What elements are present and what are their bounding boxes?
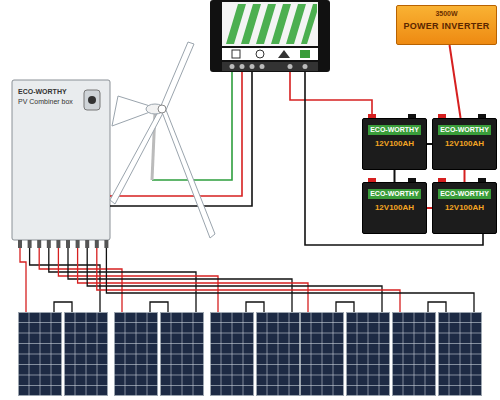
series-link: [246, 302, 264, 312]
brand-label: ECO-WORTHY: [438, 125, 491, 135]
charge-controller: [210, 0, 330, 72]
gland: [95, 240, 99, 248]
solar-panel: [114, 312, 158, 396]
capacity-label: 12V100AH: [375, 203, 414, 212]
turbine-tail: [112, 96, 150, 126]
solar-panel: [300, 312, 344, 396]
gland: [66, 240, 70, 248]
capacity-label: 12V100AH: [445, 139, 484, 148]
wire: [58, 248, 218, 312]
brand-label: ECO-WORTHY: [368, 189, 421, 199]
solar-panel: [438, 312, 482, 396]
gland: [56, 240, 60, 248]
battery: ECO-WORTHY 12V100AH: [362, 182, 427, 234]
wire: [97, 248, 400, 312]
lock-plate: [84, 90, 100, 110]
screw: [250, 64, 255, 69]
wire: [78, 248, 308, 312]
icon: [232, 50, 240, 58]
turbine-blade: [110, 112, 163, 204]
battery-cable: [394, 170, 396, 182]
combiner-box: ECO-WORTHY PV Combiner box: [12, 80, 110, 240]
terminal-screws: [230, 64, 308, 69]
series-link: [336, 302, 354, 312]
turbine-wire: [152, 72, 232, 180]
gland: [47, 240, 51, 248]
gland: [85, 240, 89, 248]
brand-label: ECO-WORTHY: [368, 125, 421, 135]
icon: [300, 50, 310, 58]
capacity-label: 12V100AH: [375, 139, 414, 148]
turbine-blade: [160, 42, 194, 110]
battery: ECO-WORTHY 12V100AH: [362, 118, 427, 170]
screw: [260, 64, 265, 69]
pv-negative-wire: [110, 72, 252, 206]
cable-glands: [18, 240, 108, 248]
gland: [37, 240, 41, 248]
gland: [18, 240, 22, 248]
battery-cable: [450, 45, 461, 118]
controller-icons: [222, 48, 318, 60]
icon: [256, 50, 264, 58]
solar-panel: [392, 312, 436, 396]
power-rating: 3500W: [435, 10, 457, 18]
terminal-strip: [222, 62, 318, 71]
solar-panel: [64, 312, 108, 396]
battery-positive-wire: [290, 72, 372, 114]
battery: ECO-WORTHY 12V100AH: [432, 182, 497, 234]
controller-stripes: [226, 4, 317, 44]
combiner-housing: [12, 80, 110, 240]
lock: [88, 96, 96, 104]
battery-cable: [464, 170, 466, 182]
wire: [87, 248, 382, 312]
box-label: PV Combiner box: [18, 98, 73, 106]
wire: [20, 248, 26, 312]
controller-label: [222, 2, 318, 46]
battery: ECO-WORTHY 12V100AH: [432, 118, 497, 170]
series-link: [54, 302, 72, 312]
gland: [28, 240, 32, 248]
gland: [104, 240, 108, 248]
screw: [288, 64, 293, 69]
turbine-blade: [162, 110, 215, 238]
wire: [30, 248, 100, 312]
series-link: [150, 302, 168, 312]
solar-panel: [210, 312, 254, 396]
wire: [39, 248, 122, 312]
power-inverter: 3500W POWER INVERTER: [396, 5, 497, 45]
series-link: [428, 302, 446, 312]
solar-panel: [346, 312, 390, 396]
gland: [76, 240, 80, 248]
wire: [106, 248, 474, 312]
solar-panel: [18, 312, 62, 396]
wire: [68, 248, 292, 312]
wire: [49, 248, 196, 312]
screw: [230, 64, 235, 69]
screw: [240, 64, 245, 69]
solar-panel: [160, 312, 204, 396]
panel-wires: [20, 248, 474, 312]
solar-panel: [256, 312, 300, 396]
inverter-label: POWER INVERTER: [403, 21, 489, 31]
brand-label: ECO-WORTHY: [18, 88, 67, 96]
icon: [278, 50, 290, 58]
turbine-hub: [158, 105, 166, 113]
screw: [303, 64, 308, 69]
capacity-label: 12V100AH: [445, 203, 484, 212]
brand-label: ECO-WORTHY: [438, 189, 491, 199]
